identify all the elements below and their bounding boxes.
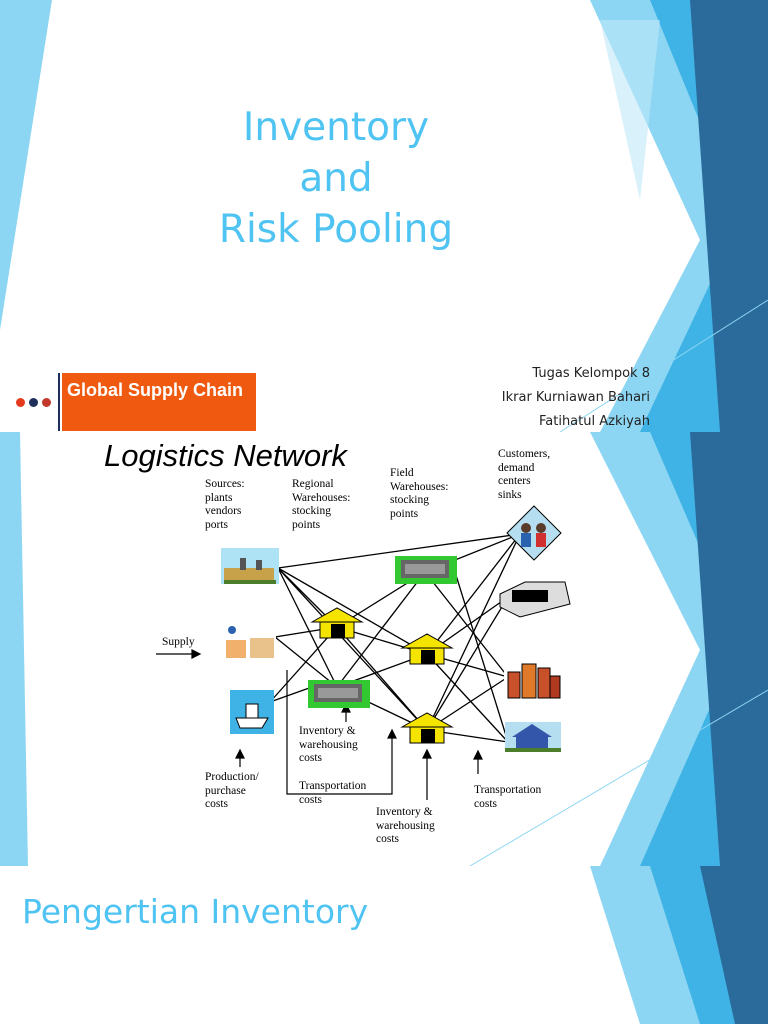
house-icon [505,722,561,752]
header-dot-red [42,398,51,407]
city-icon [504,663,561,700]
title-line: and [299,156,373,201]
warehouse-icon-field-3 [400,712,454,744]
power-plant-icon [222,626,276,660]
header-bar [62,373,256,431]
network-diagram [156,505,571,800]
warehouse-icon-regional-1 [310,607,364,639]
warehouse-icon-field-2 [400,633,454,665]
slide-title-text: Inventory and Risk Pooling [0,102,672,255]
author-line: Tugas Kelompok 8 [532,366,650,381]
people-icon [506,505,562,561]
label-supply: Supply [162,636,195,648]
warehouse-photo-regional-2 [308,680,370,708]
ship-icon [230,690,274,734]
store-icon [499,581,571,618]
warehouse-photo-field-1 [395,556,457,584]
slide-background [0,0,768,432]
author-line: Ikrar Kurniawan Bahari [501,390,650,405]
header-dot-navy [29,398,38,407]
header-title: Global Supply Chain [67,380,244,400]
header-divider [58,373,60,431]
slide-title[interactable]: Inventory and Risk Pooling Tugas Kelompo… [0,0,768,432]
header-dot-red [16,398,25,407]
author-line: Fatihatul Azkiyah [538,414,650,429]
title-line: Inventory [242,105,430,150]
slide3-title: Pengertian Inventory [22,892,369,931]
diagram-title: Logistics Network [104,438,347,473]
title-line: Risk Pooling [218,207,454,252]
arrows [156,649,483,800]
factory-icon [221,548,279,584]
slide-pengertian[interactable] [0,866,768,1024]
authors-block: Tugas Kelompok 8 Ikrar Kurniawan Bahari … [502,362,650,432]
slide3-background [0,866,768,1024]
